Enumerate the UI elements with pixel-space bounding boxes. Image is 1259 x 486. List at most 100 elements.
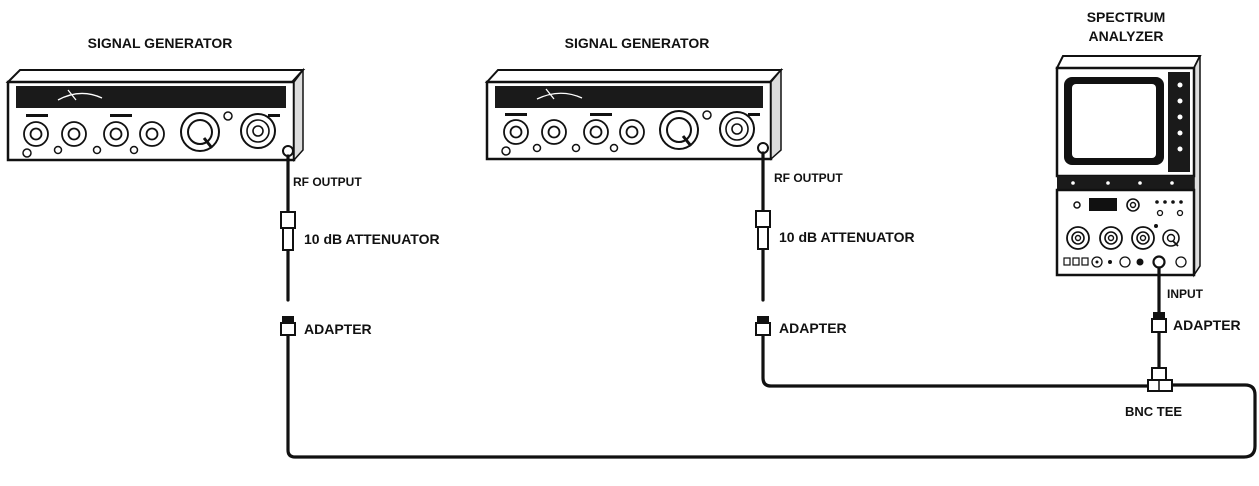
sg2-main-dial (659, 110, 699, 150)
sa-strip-dot (1138, 181, 1142, 185)
sa-led (1154, 224, 1158, 228)
sa-switch (1072, 257, 1080, 266)
bnc-tee (1147, 367, 1173, 392)
sg1-knob (23, 121, 49, 147)
sg1-main-dial (180, 112, 220, 152)
sa-led (1136, 258, 1144, 266)
sg1-knob (139, 121, 165, 147)
sa-small-button (1176, 209, 1184, 217)
sa-led (1179, 200, 1183, 204)
signal-generator-1-label: SIGNAL GENERATOR (88, 35, 233, 51)
sg1-small-button (129, 145, 139, 155)
sg1-meter-display (16, 86, 286, 108)
sg2-dial (719, 111, 755, 147)
bnc-tee-label: BNC TEE (1125, 404, 1182, 419)
signal-generator-2: SIGNAL GENERATOR (484, 35, 784, 161)
cable-left-loop-to-tee (286, 333, 1257, 459)
sg2-indicator-bar (505, 113, 527, 116)
sa-switch (1063, 257, 1071, 266)
sg1-meter-needle (67, 89, 77, 101)
sa-small-knob (1091, 256, 1103, 268)
sa-small-knob (1119, 256, 1131, 268)
sa-led (1155, 200, 1159, 204)
sg2-small-button (609, 143, 619, 153)
sa-side-button (1177, 114, 1183, 120)
sa-led (1108, 260, 1112, 264)
sg2-knob (541, 119, 567, 145)
sa-small-button (1073, 201, 1081, 209)
sa-knob (1099, 226, 1123, 250)
sg1-lid (5, 69, 306, 83)
sg2-lid (484, 69, 784, 83)
sa-led (1171, 200, 1175, 204)
rf-output-1-label: RF OUTPUT (293, 175, 362, 189)
sa-side-button (1177, 98, 1183, 104)
sa-side-button (1177, 130, 1183, 136)
sa-led (1163, 200, 1167, 204)
sa-button-column (1168, 72, 1190, 172)
sg1-side (293, 67, 304, 162)
spectrum-analyzer-label-line2: ANALYZER (1089, 28, 1164, 44)
sa-knob (1131, 226, 1155, 250)
sg2-meter-display (495, 86, 763, 108)
sg2-small-button (702, 110, 712, 120)
sa-switch (1081, 257, 1089, 266)
sg1-small-button (22, 148, 32, 158)
sg2-knob (503, 119, 529, 145)
sg1-indicator-bar (26, 114, 48, 117)
spectrum-analyzer: SPECTRUM ANALYZER (1055, 9, 1202, 278)
spectrum-analyzer-label-line1: SPECTRUM (1087, 9, 1166, 25)
adapter-3 (1151, 312, 1167, 333)
input-label: INPUT (1167, 287, 1204, 301)
sg1-meter-needle-arc (57, 92, 103, 101)
sg2-small-button (532, 143, 542, 153)
sa-side-button (1177, 146, 1183, 152)
sg1-indicator-bar (268, 114, 280, 117)
sg2-indicator-bar (748, 113, 760, 116)
sa-side-button (1177, 82, 1183, 88)
sg1-indicator-bar (110, 114, 132, 117)
sg2-meter-needle (545, 88, 555, 100)
sg1-small-button (53, 145, 63, 155)
attenuator-2-label: 10 dB ATTENUATOR (779, 229, 915, 245)
sa-input-connector (1152, 255, 1166, 269)
cable-sg2-to-tee (761, 333, 1152, 388)
sg2-small-button (571, 143, 581, 153)
sa-strip-dot (1071, 181, 1075, 185)
sg2-knob (583, 119, 609, 145)
adapter-1-label: ADAPTER (304, 321, 372, 337)
sa-readout (1089, 198, 1117, 211)
sg1-knob (61, 121, 87, 147)
sa-strip-dot (1170, 181, 1174, 185)
adapter-2-label: ADAPTER (779, 320, 847, 336)
attenuator-2 (755, 210, 771, 250)
sa-lid (1055, 55, 1202, 69)
sg2-meter-needle-arc (536, 92, 583, 100)
signal-generator-2-label: SIGNAL GENERATOR (565, 35, 710, 51)
sg2-knob (619, 119, 645, 145)
sg2-small-button (501, 146, 511, 156)
sa-small-button (1156, 209, 1164, 217)
signal-generator-1: SIGNAL GENERATOR (5, 35, 306, 162)
attenuator-1-label: 10 dB ATTENUATOR (304, 231, 440, 247)
sa-strip-dot (1106, 181, 1110, 185)
sa-knob (1162, 229, 1180, 247)
sa-knob (1066, 226, 1090, 250)
rf-output-2-label: RF OUTPUT (774, 171, 843, 185)
sa-screen (1072, 84, 1156, 158)
sg1-knob (103, 121, 129, 147)
adapter-3-label: ADAPTER (1173, 317, 1241, 333)
sa-small-knob (1175, 256, 1187, 268)
sa-knob (1126, 198, 1140, 212)
sg2-indicator-bar (590, 113, 612, 116)
sg1-dial (240, 113, 276, 149)
sg2-side (770, 67, 782, 161)
sg1-small-button (92, 145, 102, 155)
attenuator-1 (280, 211, 296, 251)
sa-divider-strip (1057, 176, 1194, 190)
adapter-2 (755, 316, 771, 336)
sg1-small-button (223, 111, 233, 121)
adapter-1 (280, 316, 296, 336)
